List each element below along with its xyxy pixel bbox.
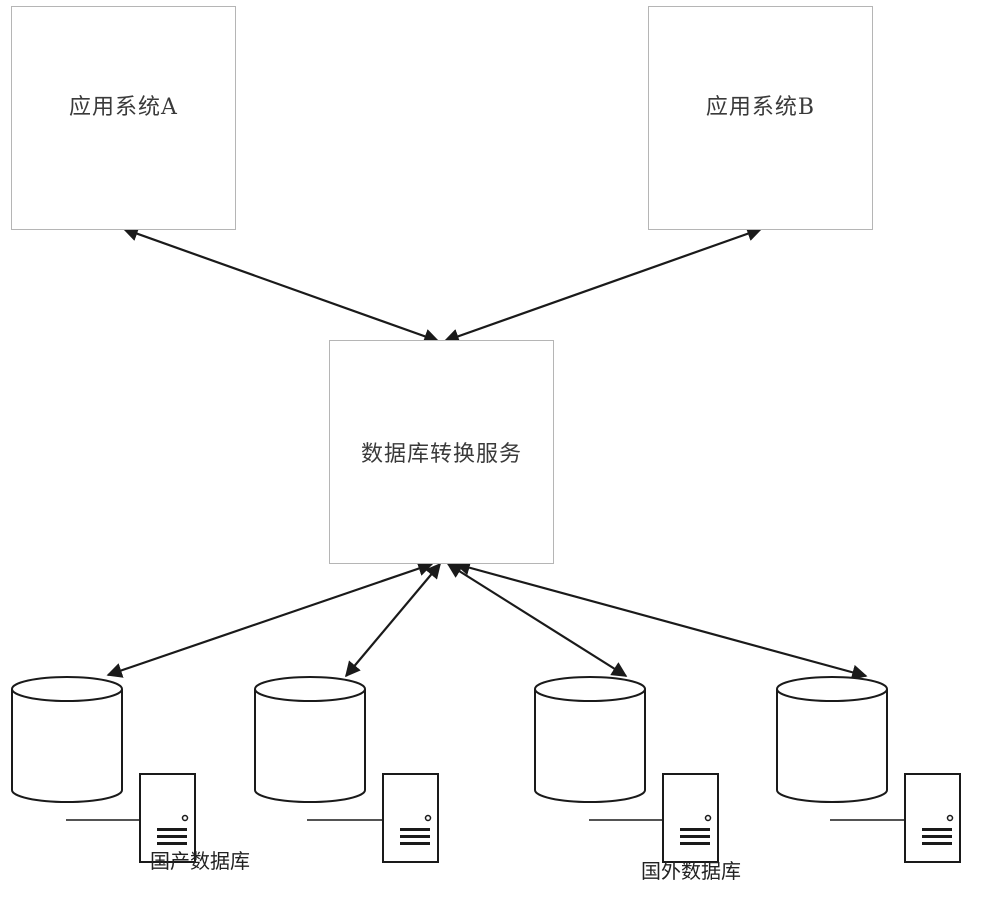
database-icon — [534, 676, 646, 803]
app-system-a-box: 应用系统A — [11, 6, 236, 230]
db-conversion-service-label: 数据库转换服务 — [360, 442, 522, 467]
database-icon — [254, 676, 366, 803]
arrow-service-to-db-2 — [345, 562, 441, 678]
arrow-service-to-db-1 — [106, 561, 434, 678]
database-icon — [11, 676, 123, 803]
app-system-b-label: 应用系统B — [705, 95, 816, 120]
server-icon — [589, 773, 719, 863]
server-icon — [307, 773, 439, 863]
server-icon — [830, 773, 961, 863]
foreign-database-label: 国外数据库 — [641, 859, 741, 883]
domestic-database-label: 国产数据库 — [150, 849, 250, 873]
server-icon — [66, 773, 196, 863]
arrow-app-a-to-service — [122, 226, 440, 344]
arrow-service-to-db-3 — [446, 563, 628, 677]
db-conversion-service-box: 数据库转换服务 — [329, 340, 554, 564]
database-icon — [776, 676, 888, 803]
app-system-b-box: 应用系统B — [648, 6, 873, 230]
app-system-a-label: 应用系统A — [69, 95, 178, 120]
arrow-app-b-to-service — [443, 226, 763, 344]
arrow-service-to-db-4 — [454, 560, 868, 680]
